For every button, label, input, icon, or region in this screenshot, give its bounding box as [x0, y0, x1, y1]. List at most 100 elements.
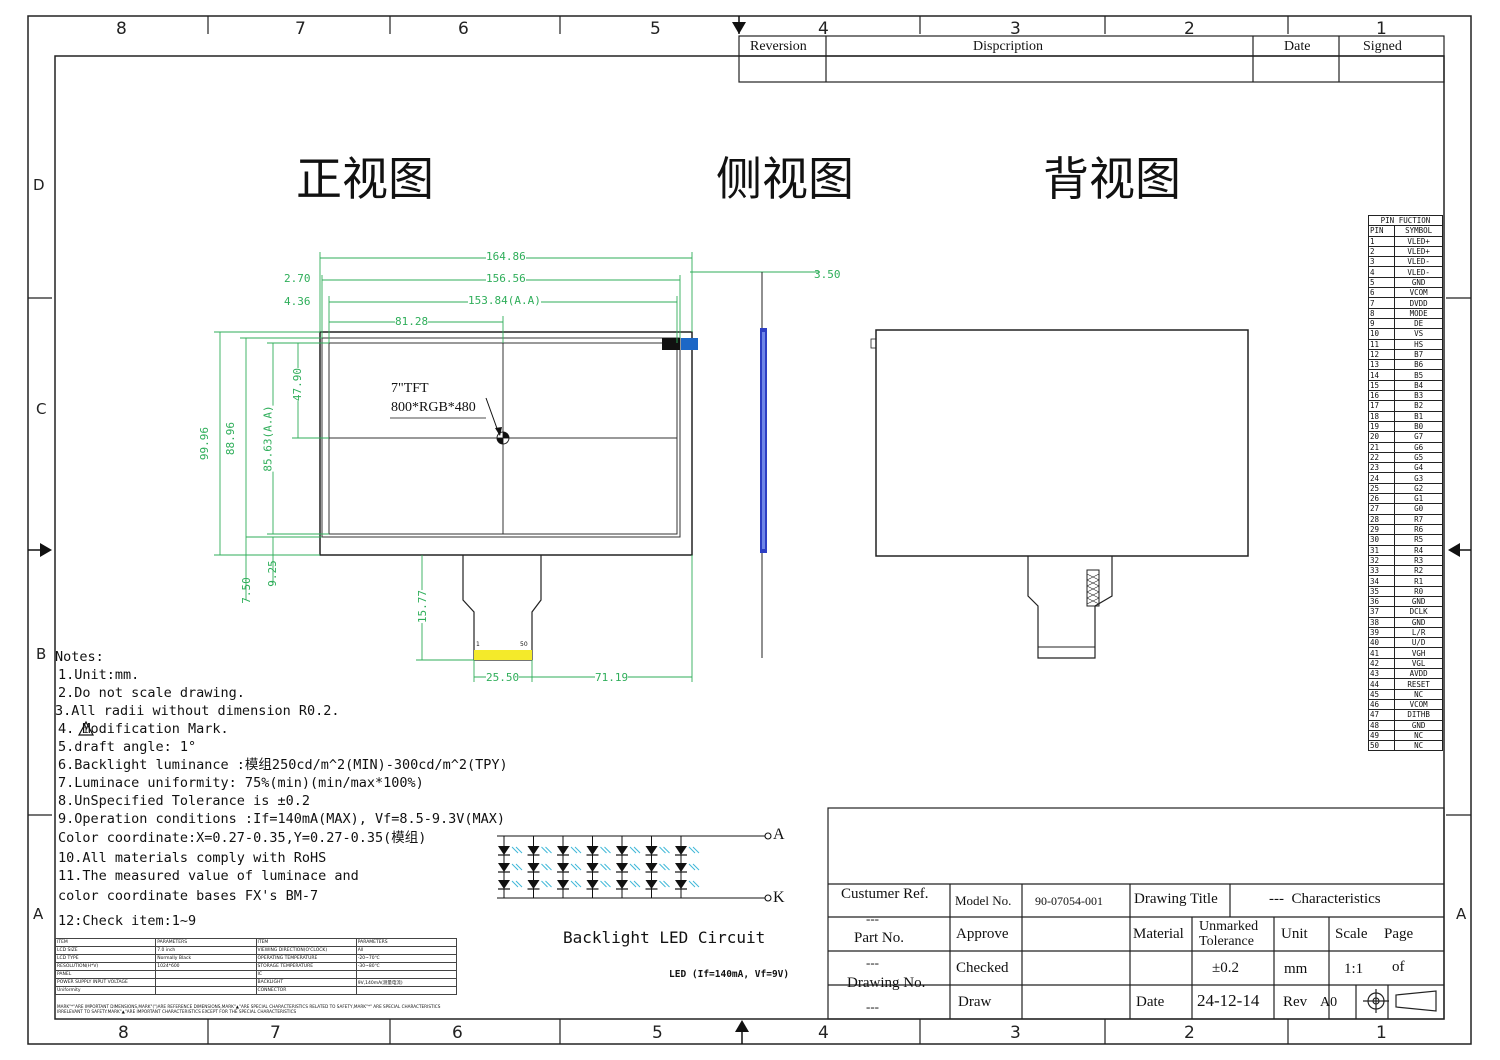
pin-col-header: PIN	[1367, 225, 1396, 237]
customer-ref-value: ---	[866, 911, 879, 926]
dim-left-offset-2: 4.36	[284, 295, 311, 308]
approve-label: Approve	[956, 926, 1009, 942]
zone-col-top-6: 6	[458, 19, 469, 39]
pin-number: 43	[1367, 668, 1396, 680]
dim-side-thickness: 3.50	[814, 268, 841, 281]
led-light-arrow	[570, 880, 578, 888]
draw-label: Draw	[958, 994, 992, 1010]
side-view-drawing	[752, 271, 768, 658]
pin-number: 49	[1367, 729, 1396, 742]
dim-overall-height: 99.96	[198, 426, 212, 461]
led-light-arrow	[604, 846, 611, 854]
pin-symbol: DVDD	[1394, 297, 1443, 309]
param-cell: -20~70℃	[355, 954, 458, 963]
pin-number: 3	[1367, 256, 1396, 268]
note-item: 8.UnSpecified Tolerance is ±0.2	[58, 793, 310, 809]
note-item: 3.All radii without dimension R0.2.	[55, 703, 340, 719]
pin-number: 4	[1367, 266, 1396, 278]
led-light-arrow	[604, 863, 611, 871]
led-light-arrow	[692, 880, 700, 888]
param-cell	[355, 970, 458, 979]
led-diode	[557, 863, 569, 872]
pin-number: 9	[1367, 317, 1396, 330]
param-cell: STORAGE TEMPERATURE	[255, 962, 357, 971]
rev-value: A0	[1320, 995, 1338, 1010]
pin-symbol: DE	[1394, 317, 1443, 330]
led-light-arrow	[629, 880, 637, 888]
pin-number: 19	[1367, 420, 1396, 433]
pin-number: 21	[1367, 441, 1396, 453]
pin-number: 1	[1367, 235, 1396, 247]
pin-symbol: G5	[1394, 451, 1443, 464]
param-cell: -30~80℃	[355, 962, 458, 971]
pin-number: 35	[1367, 585, 1396, 597]
pin-number: 40	[1367, 637, 1396, 649]
zone-col-top-3: 3	[1010, 19, 1021, 39]
led-diode	[498, 863, 510, 872]
notes-title: Notes:	[55, 649, 104, 665]
zone-col-top-8: 8	[116, 19, 127, 39]
pin-number: 46	[1367, 698, 1396, 711]
pin-number: 23	[1367, 462, 1396, 474]
pin-number: 32	[1367, 554, 1396, 567]
pin-number: 8	[1367, 307, 1396, 319]
led-light-arrow	[600, 880, 607, 888]
model-no-label: Model No.	[955, 893, 1012, 908]
pin-symbol: NC	[1394, 729, 1443, 742]
param-cell	[155, 978, 257, 987]
unmarked-tolerance-line1: Unmarked	[1199, 919, 1259, 934]
pin-number: 24	[1367, 472, 1396, 484]
pin-table-header: PIN FUCTION	[1368, 214, 1443, 227]
note-item: Color coordinate:X=0.27-0.35,Y=0.27-0.35…	[58, 830, 427, 846]
rev-label: Rev	[1283, 994, 1308, 1010]
pin-number: 37	[1367, 606, 1396, 618]
param-cell: VIEWING DIRECTION(O'CLOCK)	[255, 946, 357, 955]
notes-block: Notes: 1.Unit:mm. 2.Do not scale drawing…	[55, 648, 508, 930]
pin-number: 16	[1367, 390, 1396, 402]
led-anode-label: A	[773, 826, 785, 843]
led-light-arrow	[663, 846, 670, 854]
zone-col-bottom-1: 1	[1376, 1023, 1387, 1043]
led-light-arrow	[688, 846, 696, 854]
param-cell: All	[355, 946, 458, 955]
pin-number: 11	[1367, 338, 1396, 350]
dim-fpc-width: 25.50	[486, 671, 520, 684]
pin-symbol: R1	[1394, 575, 1443, 587]
led-light-arrow	[545, 880, 552, 888]
dim-half-height: 47.90	[291, 367, 305, 402]
pin-number: 38	[1367, 616, 1396, 628]
led-array	[498, 836, 700, 898]
led-diode	[645, 880, 658, 889]
led-diode	[675, 846, 687, 855]
pin-symbol: R5	[1394, 534, 1443, 546]
dim-bottom-offset-1: 7.50	[239, 577, 253, 604]
pin-symbol: DCLK	[1394, 606, 1443, 618]
led-light-arrow	[659, 846, 666, 854]
pin-symbol: VS	[1394, 328, 1443, 340]
note-item: 7.Luminace uniformity: 75%(min)(min/max*…	[58, 775, 424, 791]
led-light-arrow	[688, 880, 696, 888]
pin-number: 27	[1367, 503, 1396, 515]
pin-symbol: VCOM	[1394, 698, 1443, 711]
pin-symbol: R6	[1394, 523, 1443, 536]
led-light-arrow	[692, 863, 700, 871]
led-light-arrow	[541, 863, 548, 871]
pin-symbol: VCOM	[1394, 287, 1443, 299]
date-value: 24-12-14	[1197, 991, 1260, 1010]
zone-col-bottom-7: 7	[270, 1023, 281, 1043]
front-view-drawing	[214, 252, 820, 682]
